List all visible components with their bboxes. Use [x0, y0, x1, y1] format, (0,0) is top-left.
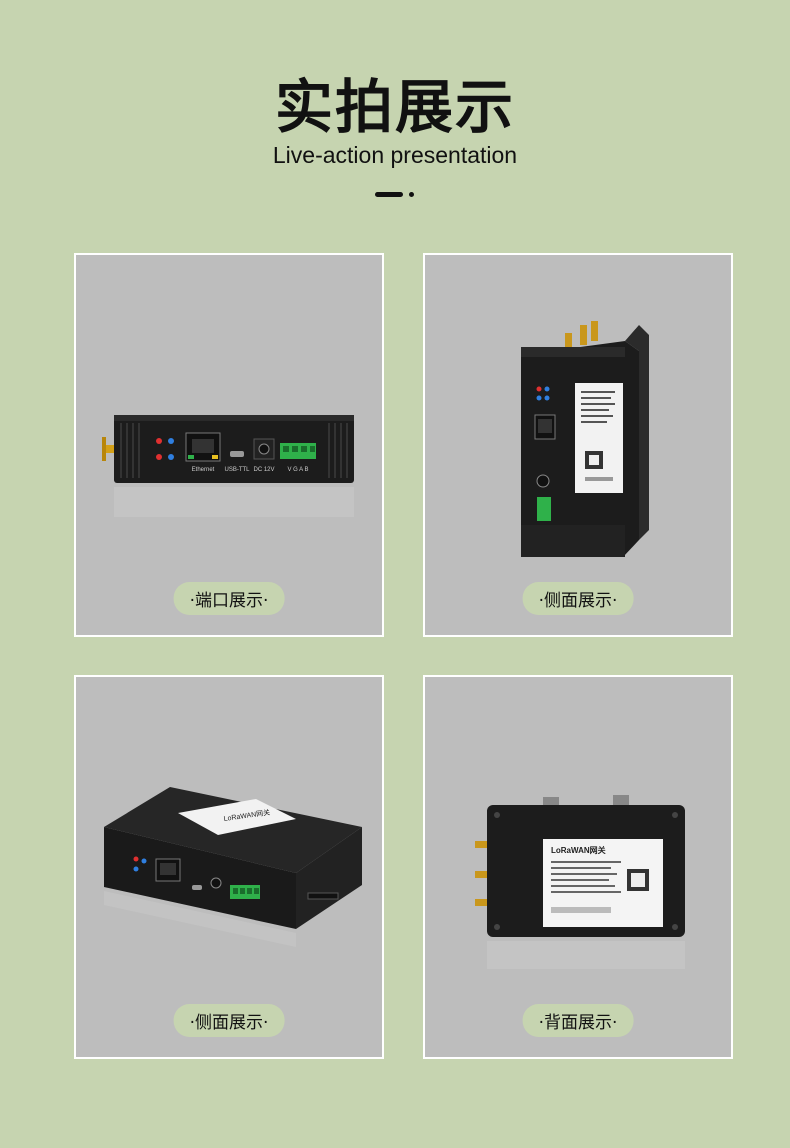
device-side-photo	[425, 255, 731, 635]
photo-card-side-1: ·侧面展示·	[423, 253, 733, 637]
usb-ttl-label: USB-TTL	[224, 467, 250, 473]
page-subtitle: Live-action presentation	[272, 142, 518, 168]
caption-ports: ·端口展示·	[173, 582, 285, 615]
title-divider	[375, 192, 415, 198]
page-title: 实拍展示	[274, 73, 515, 141]
caption-side-1: ·侧面展示·	[522, 582, 634, 615]
caption-back: ·背面展示·	[522, 1004, 634, 1037]
divider-dot	[409, 192, 414, 197]
ethernet-label: Ethernet	[192, 467, 215, 473]
device-back-photo: LoRaWAN网关	[425, 677, 731, 1057]
device-angled-photo: LoRaWAN网关	[76, 677, 382, 1057]
terminal-pins-label: V G A B	[287, 467, 308, 473]
divider-bar	[375, 192, 403, 197]
photo-card-back: LoRaWAN网关 ·背面展示·	[423, 675, 733, 1059]
photo-card-side-2: LoRaWAN网关 ·侧面展示·	[74, 675, 384, 1059]
caption-side-2: ·侧面展示·	[173, 1004, 285, 1037]
photo-card-ports: Ethernet USB-TTL DC 12V V G A B ·端口展示·	[74, 253, 384, 637]
back-brand-label: LoRaWAN网关	[551, 845, 606, 855]
device-front-photo: Ethernet USB-TTL DC 12V V G A B	[76, 255, 382, 635]
dc-label: DC 12V	[253, 467, 274, 473]
